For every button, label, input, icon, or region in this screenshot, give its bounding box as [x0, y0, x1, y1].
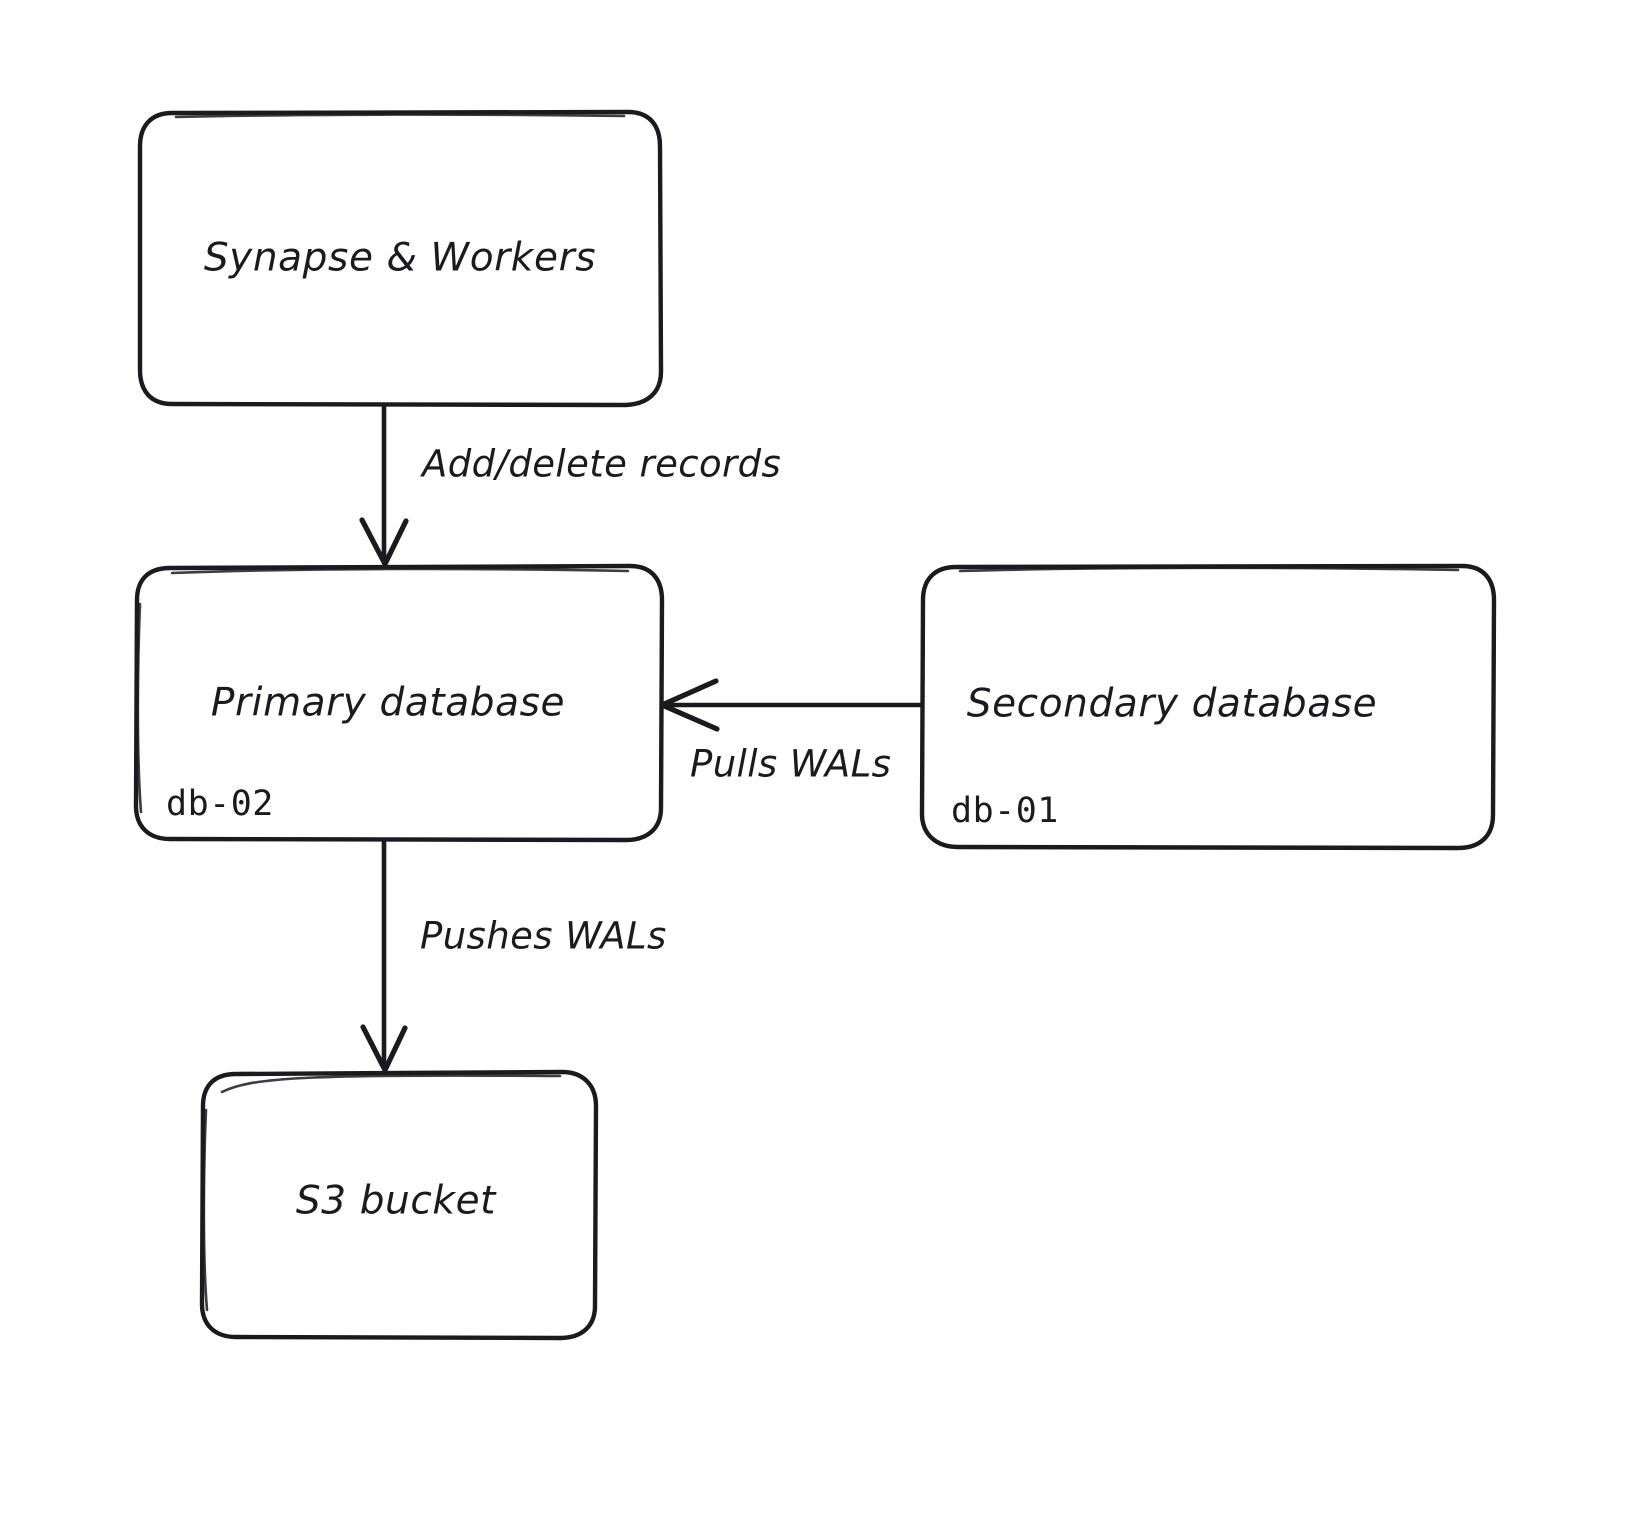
node-synapse-label: Synapse & Workers: [204, 236, 596, 281]
node-primary-sublabel: db-02: [166, 784, 274, 824]
node-primary-border: [133, 563, 665, 843]
node-s3-label: S3 bucket: [296, 1179, 497, 1224]
edge-add-delete-records[interactable]: Add/delete records: [359, 402, 781, 567]
node-s3-bucket[interactable]: S3 bucket: [199, 1069, 599, 1341]
edge-pulls-wals[interactable]: Pulls WALs: [659, 678, 923, 786]
node-secondary-database[interactable]: Secondary database db-01: [919, 563, 1497, 851]
edge-pulls-wals-label: Pulls WALs: [690, 743, 891, 786]
node-secondary-sublabel: db-01: [951, 791, 1059, 831]
edge-add-delete-records-arrowhead: [359, 517, 409, 567]
node-synapse-border-accent: [174, 113, 626, 119]
edge-pulls-wals-arrowhead: [659, 678, 720, 732]
node-s3-border-accent: [220, 1074, 562, 1094]
node-secondary-border-accent: [958, 566, 1460, 573]
node-primary-label: Primary database: [211, 681, 565, 726]
node-primary-border-accent: [170, 567, 630, 575]
edge-pushes-wals-arrowhead: [360, 1024, 408, 1073]
node-synapse-border: [137, 109, 664, 408]
edge-pushes-wals-label: Pushes WALs: [420, 915, 667, 958]
node-primary-database[interactable]: Primary database db-02: [133, 563, 665, 843]
edge-pushes-wals[interactable]: Pushes WALs: [360, 837, 667, 1073]
edge-add-delete-records-label: Add/delete records: [420, 443, 781, 486]
node-s3-border-accent-left: [202, 1108, 209, 1312]
node-primary-border-accent-left: [136, 602, 143, 814]
node-s3-border: [199, 1069, 599, 1341]
node-secondary-border: [919, 563, 1497, 851]
node-synapse-workers[interactable]: Synapse & Workers: [137, 109, 664, 408]
node-secondary-label: Secondary database: [967, 682, 1378, 727]
